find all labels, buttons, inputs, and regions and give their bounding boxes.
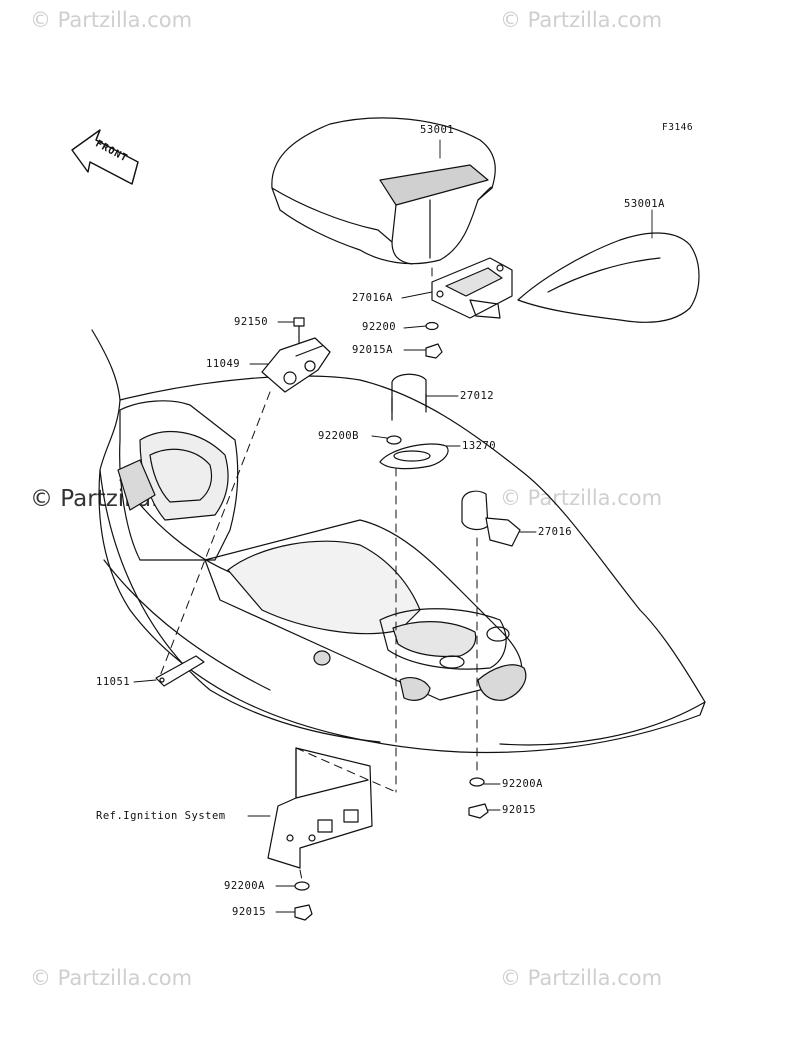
watermark-mid-right: © Partzilla.com (500, 486, 663, 510)
part-label-53001[interactable]: 53001 (420, 124, 455, 136)
part-label-92015-bottom[interactable]: 92015 (232, 906, 267, 918)
part-label-53001A[interactable]: 53001A (624, 198, 665, 210)
part-label-27016A[interactable]: 27016A (352, 292, 393, 304)
washer-92200B (387, 436, 401, 444)
part-label-27012[interactable]: 27012 (460, 390, 495, 402)
strap-11051 (156, 656, 204, 686)
washer-92200A-right (470, 778, 484, 786)
part-label-92200A-bottom[interactable]: 92200A (224, 880, 265, 892)
part-label-27016[interactable]: 27016 (538, 526, 573, 538)
figure-code: F3146 (662, 122, 694, 133)
front-seat-53001 (272, 118, 495, 264)
part-label-11051[interactable]: 11051 (96, 676, 131, 688)
watermark-top-right: © Partzilla.com (500, 8, 663, 32)
part-label-13270[interactable]: 13270 (462, 440, 497, 452)
part-label-92200[interactable]: 92200 (362, 321, 397, 333)
bracket-11049 (262, 338, 330, 392)
watermark-top-left: © Partzilla.com (30, 8, 193, 32)
hull-body (92, 330, 705, 753)
part-label-92150[interactable]: 92150 (234, 316, 269, 328)
nut-92015A (426, 344, 442, 358)
nut-92015-bottom (295, 905, 312, 920)
rear-seat-53001A (518, 233, 699, 322)
part-label-11049[interactable]: 11049 (206, 358, 241, 370)
washer-92200A-bottom (295, 882, 309, 890)
deck-storage (118, 401, 526, 700)
watermark-bottom-right: © Partzilla.com (500, 966, 663, 990)
part-label-92015-right[interactable]: 92015 (502, 804, 537, 816)
part-label-92200A-right[interactable]: 92200A (502, 778, 543, 790)
nut-92015-right (469, 804, 488, 818)
ignition-bracket (268, 748, 372, 868)
watermark-bottom-left: © Partzilla.com (30, 966, 193, 990)
plate-13270 (380, 444, 448, 469)
washer-92200 (426, 323, 438, 330)
front-arrow-icon (72, 130, 138, 184)
catch-27016 (462, 491, 520, 546)
assembly-dash-lines (160, 268, 477, 880)
part-label-92015A[interactable]: 92015A (352, 344, 393, 356)
leader-lines (134, 140, 652, 912)
reference-note-ignition[interactable]: Ref.Ignition System (96, 810, 226, 822)
part-label-92200B[interactable]: 92200B (318, 430, 359, 442)
latch-bracket-27016A (432, 258, 512, 318)
u-bolt-27012 (392, 374, 426, 420)
